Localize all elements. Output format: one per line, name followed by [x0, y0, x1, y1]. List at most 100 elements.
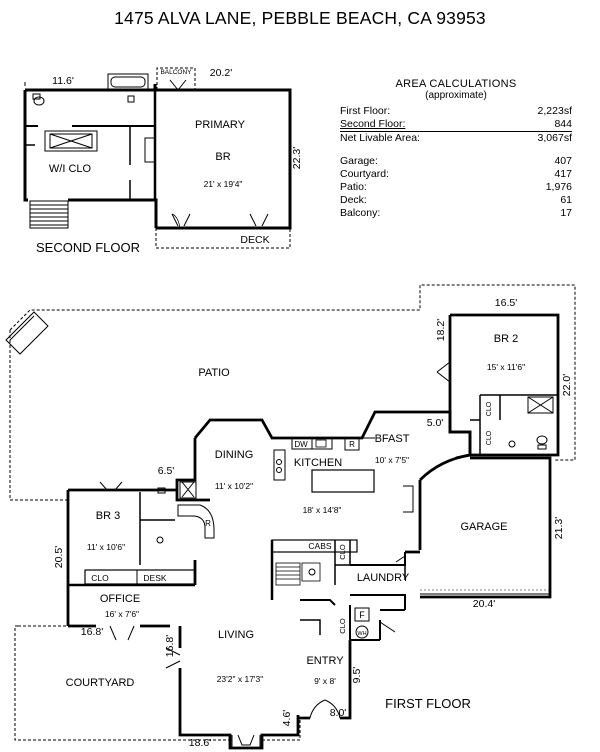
bfast-label: BFAST: [375, 433, 410, 445]
courtyard-outline: [14, 625, 301, 741]
patio-label: PATIO: [198, 367, 230, 379]
patio-chair-icon: [5, 311, 49, 355]
dim-6-5: 6.5': [158, 465, 175, 477]
dim-16-8-a: 16.8': [81, 626, 103, 638]
laundry-label: LAUNDRY: [357, 572, 410, 584]
dim-20-5: 20.5': [53, 546, 65, 568]
area-row-first-floor: First Floor: 2,223sf: [340, 105, 572, 118]
dim-22-0: 22.0': [561, 374, 573, 396]
br2-label: BR 2: [494, 333, 518, 345]
balcony-label: BALCONY: [160, 69, 192, 76]
dim-8-0: 8.0': [330, 707, 347, 719]
cabs-label: CABS: [308, 541, 331, 551]
area-row-label: Deck:: [340, 194, 367, 206]
dim-18-6: 18.6': [189, 737, 211, 749]
area-calculations: AREA CALCULATIONS (approximate) First Fl…: [340, 78, 572, 220]
br3-clo-label: CLO: [91, 573, 109, 583]
dining-size: 11' x 10'2": [215, 481, 253, 491]
living-label: LIVING: [218, 629, 254, 641]
area-row-label: First Floor:: [340, 105, 391, 117]
area-row-balcony: Balcony: 17: [340, 207, 572, 220]
living-size: 23'2" x 17'3": [217, 674, 264, 684]
second-floor-label: SECOND FLOOR: [36, 240, 140, 255]
bfast-size: 10' x 7'5": [375, 455, 409, 465]
tub-icon: [107, 73, 149, 91]
area-row-value: 17: [560, 207, 572, 219]
area-row-value: 1,976: [545, 181, 572, 193]
dining-label: DINING: [215, 449, 254, 461]
kitchen-label: KITCHEN: [294, 457, 342, 469]
cabs-clo-label: CLO: [338, 544, 347, 560]
br-label: BR: [215, 151, 230, 163]
area-subtitle: (approximate): [425, 90, 487, 101]
area-row-garage: Garage: 407: [340, 155, 572, 168]
entry-walls: [298, 640, 352, 720]
dim-16-5: 16.5': [495, 297, 517, 309]
second-floor: 11.6' 20.2' 22.3' BALCONY PRIMARY BR 21'…: [23, 67, 303, 255]
area-row-value: 417: [554, 168, 572, 180]
refrigerator-2-label: R: [205, 519, 211, 528]
first-floor-label: FIRST FLOOR: [385, 696, 471, 711]
area-row-value: 407: [554, 155, 572, 167]
dim-16-8-b: 16.8': [164, 635, 176, 657]
f-label: F: [359, 610, 365, 620]
area-row-label: Courtyard:: [340, 168, 390, 180]
entry-clo-label: CLO: [338, 618, 347, 634]
entry-label: ENTRY: [306, 655, 344, 667]
toilet-icon: [32, 93, 45, 106]
area-row-deck: Deck: 61: [340, 194, 572, 207]
area-row-courtyard: Courtyard: 417: [340, 168, 572, 181]
dim-5-0: 5.0': [427, 417, 444, 429]
stairs-second: [29, 200, 69, 229]
stairs-first: [275, 562, 301, 586]
garage-curve-wall: [419, 453, 471, 481]
entry-size: 9' x 8': [314, 676, 336, 686]
deck-label: DECK: [240, 234, 269, 246]
dim-22-3: 22.3': [291, 147, 303, 169]
plan-title: 1475 ALVA LANE, PEBBLE BEACH, CA 93953: [114, 8, 486, 28]
kitchen-size: 18' x 14'8": [303, 505, 342, 515]
primary-label: PRIMARY: [195, 119, 246, 131]
office-label: OFFICE: [100, 593, 140, 605]
br2-clo-b: CLO: [486, 430, 493, 445]
fireplace-icon: [144, 137, 155, 163]
office-size: 16' x 7'6": [105, 609, 139, 619]
wic-label: W/I CLO: [49, 163, 92, 175]
deck-outline: [155, 228, 291, 249]
fridge-label: R: [349, 440, 355, 449]
balcony-outline: [156, 67, 196, 90]
br2-size: 15' x 11'6": [487, 362, 525, 372]
wh-label: WH: [357, 631, 366, 637]
area-row-value: 61: [560, 194, 572, 206]
office-walls: [66, 585, 170, 628]
dim-18-2: 18.2': [435, 319, 447, 341]
dim-9-5: 9.5': [351, 667, 363, 684]
fireplace-south-icon: [231, 734, 261, 749]
garage-label: GARAGE: [460, 521, 507, 533]
dim-21-3: 21.3': [553, 517, 565, 539]
area-row-label: Second Floor:: [340, 118, 406, 130]
br2-clo-a: CLO: [486, 401, 493, 416]
dim-20-2: 20.2': [210, 67, 232, 79]
area-row-patio: Patio: 1,976: [340, 181, 572, 194]
area-row-label: Balcony:: [340, 207, 381, 219]
desk-label: DESK: [143, 573, 166, 583]
shower-icon: [44, 130, 98, 152]
area-row-label: Patio:: [340, 181, 367, 193]
area-title: AREA CALCULATIONS: [395, 78, 517, 90]
dim-4-6: 4.6': [281, 710, 293, 727]
dim-20-4: 20.4': [473, 598, 495, 610]
br3-walls: [66, 488, 177, 585]
area-row-net-livable: Net Livable Area: 3,067sf: [340, 132, 572, 145]
area-row-second-floor: Second Floor: 844: [340, 118, 572, 132]
area-row-label: Garage:: [340, 155, 378, 167]
br3-size: 11' x 10'6": [87, 542, 125, 552]
first-floor: PATIO 16.5' 18.2' 22.0' BR 2 15' x 11'6"…: [5, 284, 576, 750]
dw-label: DW: [294, 440, 308, 449]
dining-west-wall: [175, 438, 210, 502]
primary-size: 21' x 19'4": [204, 179, 243, 189]
br3-label: BR 3: [96, 510, 120, 522]
area-row-value: 3,067sf: [537, 132, 572, 144]
patio-outline: [9, 284, 576, 501]
